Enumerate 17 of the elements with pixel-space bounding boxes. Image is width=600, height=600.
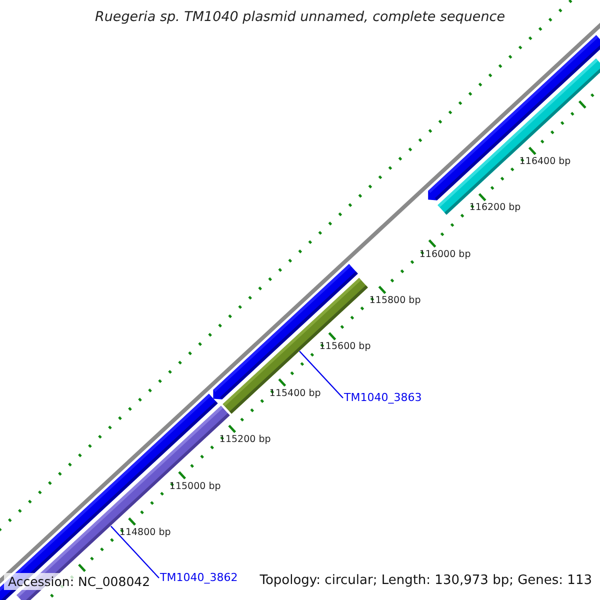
summary-text: Topology: circular; Length: 130,973 bp; Genes: 113 <box>260 573 592 588</box>
tick-label: 115800 bp <box>369 295 421 306</box>
gene-label: TM1040_3862 <box>160 571 238 584</box>
tick-label: 115600 bp <box>319 341 371 352</box>
leader-line <box>110 526 160 578</box>
gene-bar <box>438 58 600 215</box>
tick-label: 116000 bp <box>419 248 471 260</box>
title: Ruegeria sp. TM1040 plasmid unnamed, complete sequence <box>94 9 506 25</box>
tick-label: 116400 bp <box>519 156 571 167</box>
tick-label: 115000 bp <box>169 480 221 492</box>
tick-label: 116200 bp <box>469 202 521 214</box>
accession-text: Accession: NC_008042 <box>4 573 154 590</box>
tick-label: 115400 bp <box>269 388 321 399</box>
leader-line <box>299 350 344 398</box>
gene-label: TM1040_3863 <box>344 391 422 404</box>
tick-label: 114800 bp <box>119 527 171 538</box>
tick-label: 115200 bp <box>219 434 271 446</box>
